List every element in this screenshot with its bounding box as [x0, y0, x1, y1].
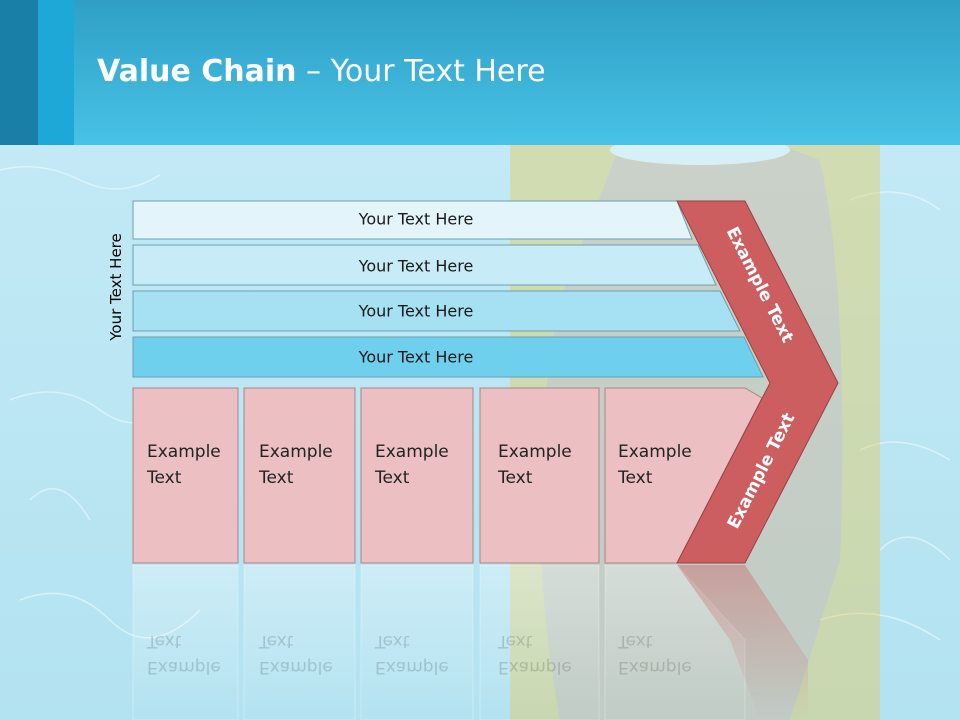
box-4-refl-line2: Text: [498, 631, 533, 651]
header-accent-light: [38, 0, 74, 145]
box-1-line1: Example: [147, 442, 221, 462]
bar-shape-4: [132, 336, 764, 378]
header-accent-dark: [0, 0, 38, 145]
box-2-line2: Text: [259, 468, 294, 488]
bar-label-2: Your Text Here: [358, 256, 474, 276]
box-text-reflection-3: Example Text: [375, 628, 465, 680]
title-bold: Value Chain: [97, 54, 297, 89]
box-3-line2: Text: [375, 468, 410, 488]
header-bar: Value Chain – Your Text Here: [0, 0, 960, 145]
box-shape-4: [479, 387, 600, 564]
box-3-refl-line2: Text: [375, 631, 410, 651]
box-1-refl-line1: Example: [147, 657, 221, 677]
box-text-reflection-5: Example Text: [618, 628, 708, 680]
box-4-refl-line1: Example: [498, 657, 572, 677]
box-3-refl-line1: Example: [375, 657, 449, 677]
box-shape-1: [132, 387, 239, 564]
box-1-line2: Text: [147, 468, 182, 488]
box-reflection-2: [243, 564, 356, 720]
box-5-line1: Example: [618, 442, 692, 462]
box-1-refl-line2: Text: [147, 631, 182, 651]
box-text-reflection-2: Example Text: [259, 628, 349, 680]
box-3-line1: Example: [375, 442, 449, 462]
bar-shape-2: [132, 244, 717, 286]
box-text-reflection-1: Example Text: [147, 628, 237, 680]
box-reflection-3: [360, 564, 474, 720]
box-5-refl-line1: Example: [618, 657, 692, 677]
box-2-line1: Example: [259, 442, 333, 462]
box-2-refl-line2: Text: [259, 631, 294, 651]
bar-shape-1: [132, 200, 693, 240]
arrow-reflection: [677, 565, 808, 720]
vertical-label-text: Your Text Here: [107, 233, 125, 341]
box-shape-2: [243, 387, 356, 564]
reflection-group: [132, 564, 808, 720]
box-reflection-1: [132, 564, 239, 720]
box-4-line1: Example: [498, 442, 572, 462]
chevron-arrow: [676, 200, 839, 564]
box-5-refl-line2: Text: [618, 631, 653, 651]
bar-label-1: Your Text Here: [358, 209, 474, 229]
box-5-line2: Text: [618, 468, 653, 488]
bar-shape-3: [132, 290, 741, 332]
box-4-line2: Text: [498, 468, 533, 488]
box-2-refl-line1: Example: [259, 657, 333, 677]
box-reflection-4: [479, 564, 600, 720]
box-text-reflection-4: Example Text: [498, 628, 588, 680]
title-rest: – Your Text Here: [296, 54, 546, 89]
page-title: Value Chain – Your Text Here: [97, 54, 546, 89]
bar-label-4: Your Text Here: [358, 347, 474, 367]
box-shape-3: [360, 387, 474, 564]
bar-label-3: Your Text Here: [358, 301, 474, 321]
